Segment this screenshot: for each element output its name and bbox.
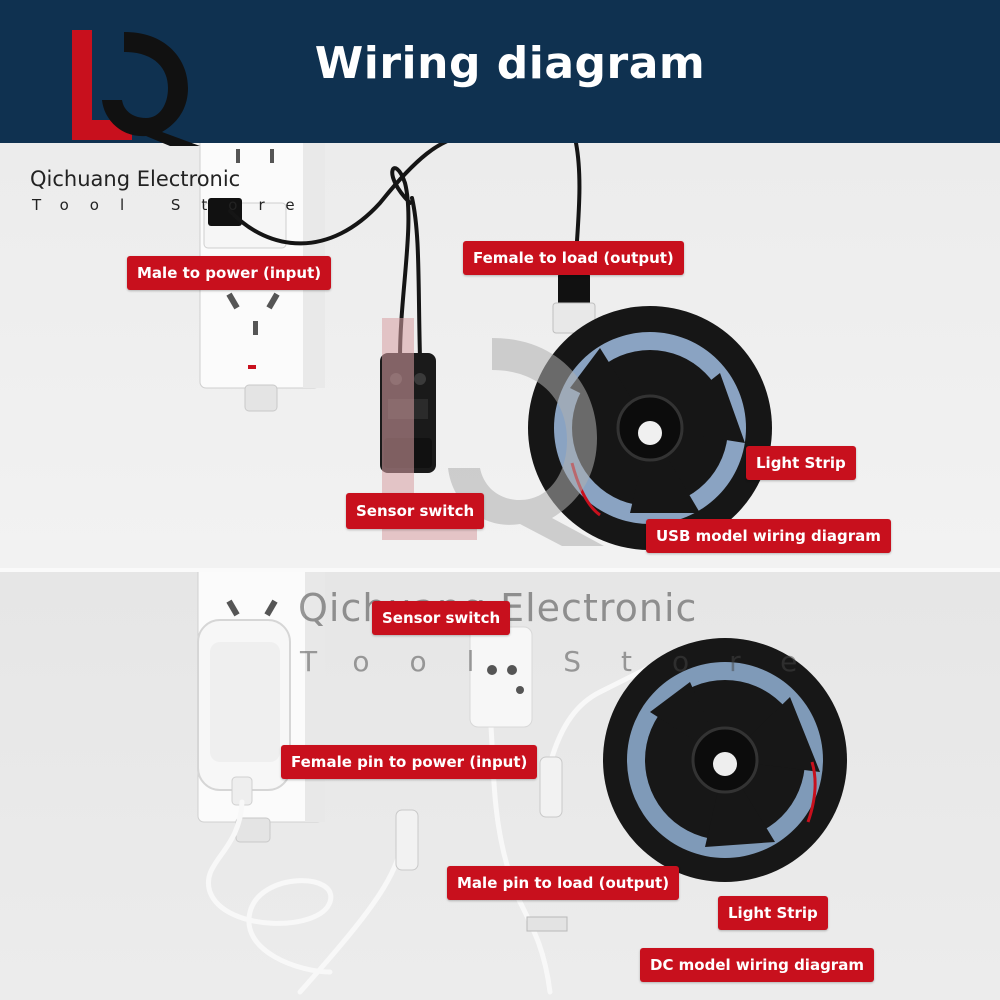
label-sensor-switch-dc: Sensor switch	[372, 601, 511, 635]
watermark-store-subtitle: Tool Store	[300, 645, 838, 678]
store-subtitle: Tool Store	[32, 196, 316, 214]
brand-logo-icon	[72, 30, 200, 146]
light-strip-reel-icon	[603, 638, 847, 882]
label-female-to-load: Female to load (output)	[463, 241, 684, 275]
light-strip-reel-icon	[528, 306, 772, 550]
label-usb-model: USB model wiring diagram	[646, 519, 891, 553]
dc-model-photo	[0, 572, 1000, 1000]
label-sensor-switch-usb: Sensor switch	[346, 493, 485, 529]
label-light-strip-dc: Light Strip	[718, 896, 828, 930]
cable-icon	[228, 143, 582, 360]
watermark-logo-icon	[382, 318, 604, 546]
dc-scene-illustration	[197, 572, 847, 995]
power-adapter-icon	[197, 619, 291, 806]
label-female-pin-to-power: Female pin to power (input)	[281, 745, 538, 779]
section-divider	[0, 568, 1000, 574]
label-male-pin-to-load: Male pin to load (output)	[447, 866, 680, 900]
store-name: Qichuang Electronic	[30, 167, 241, 191]
dc-connector-icon	[395, 756, 568, 932]
label-male-to-power: Male to power (input)	[127, 256, 332, 290]
label-dc-model: DC model wiring diagram	[640, 948, 874, 982]
label-light-strip-usb: Light Strip	[746, 446, 856, 480]
page-title: Wiring diagram	[314, 38, 706, 89]
